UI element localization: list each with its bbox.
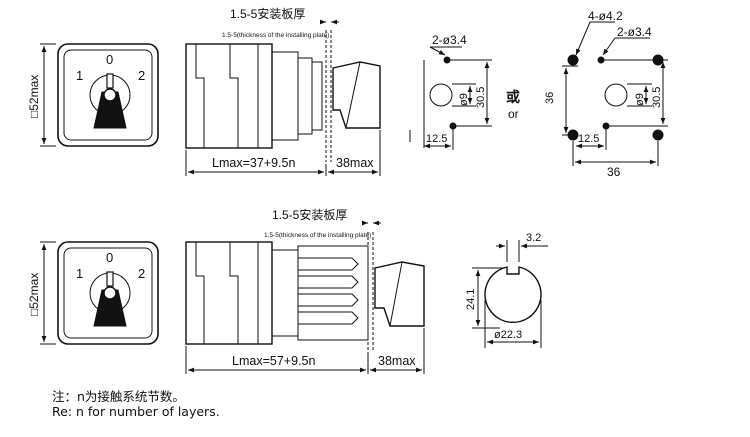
side-top-plate-label: 1.5-5安装板厚 (230, 6, 305, 21)
front-top-size: □52max (27, 75, 41, 118)
front-view-top (40, 43, 159, 147)
cutout-a-pitch: 30.5 (475, 87, 487, 108)
panel-cutout-a (409, 46, 492, 150)
front-bottom-pos2: 2 (138, 266, 145, 281)
cutout-a-offset: 12.5 (426, 133, 447, 145)
cutout-b-holes: 2-ø3.4 (617, 25, 652, 39)
front-top-pos2: 2 (138, 68, 145, 83)
side-top-depth: 38max (336, 156, 374, 170)
cutout-b-dia: ø9 (634, 93, 646, 106)
side-bottom-plate-label-en: 1.5-5(thickness of the installing plate) (264, 232, 371, 239)
side-bottom-depth: 38max (378, 354, 416, 368)
side-top-length: Lmax=37+9.5n (212, 156, 295, 170)
note-en: Re: n for number of layers. (52, 404, 220, 419)
cutout-b-height: 36 (544, 92, 556, 104)
front-top-pos0: 0 (106, 52, 113, 67)
cutout-b-pitch: 30.5 (651, 87, 663, 108)
panel-cutout-round (472, 240, 548, 348)
cutout-b-offset: 12.5 (578, 133, 599, 145)
cutout-a-dia: ø9 (458, 93, 470, 106)
note-cn: 注：n为接触系统节数。 (52, 389, 185, 404)
cutout-b-width: 36 (607, 165, 621, 179)
front-bottom-pos0: 0 (106, 250, 113, 265)
cutout-b-mount-holes: 4-ø4.2 (588, 9, 623, 23)
cutout-a-holes: 2-ø3.4 (432, 33, 467, 47)
side-bottom-length: Lmax=57+9.5n (232, 354, 315, 368)
cutout-round-key: 3.2 (526, 232, 541, 244)
front-view-bottom (40, 241, 159, 345)
side-top-plate-label-en: 1.5-5(thickness of the installing plate) (222, 32, 329, 39)
side-bottom-plate-label: 1.5-5安装板厚 (272, 207, 347, 222)
front-top-pos1: 1 (76, 68, 83, 83)
or-label-en: or (508, 107, 519, 121)
panel-cutout-b (562, 21, 668, 166)
side-view-bottom (185, 220, 425, 374)
cutout-round-dia: ø22.3 (494, 329, 522, 341)
or-label-cn: 或 (506, 89, 520, 105)
front-bottom-pos1: 1 (76, 266, 83, 281)
cutout-round-height: 24.1 (465, 289, 477, 310)
side-view-top (185, 19, 381, 176)
front-bottom-size: □52max (27, 273, 41, 316)
